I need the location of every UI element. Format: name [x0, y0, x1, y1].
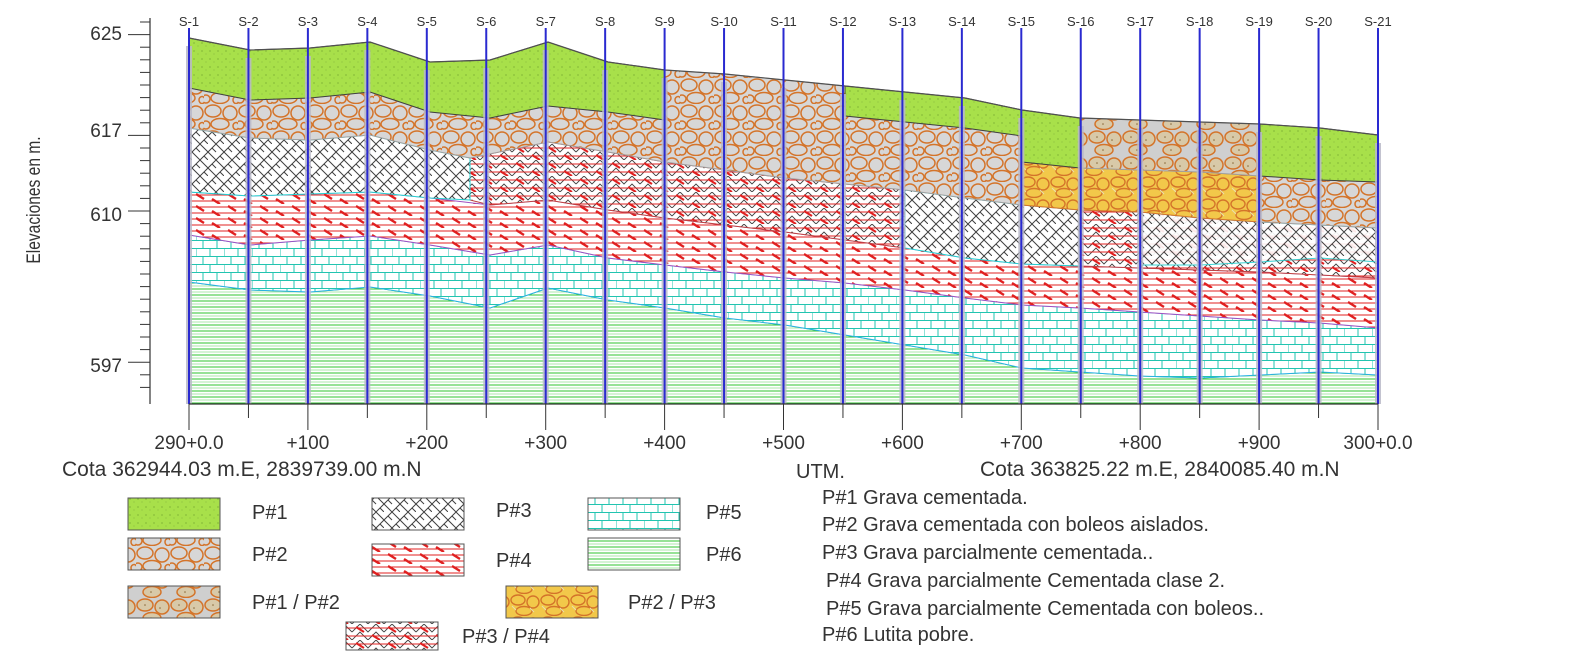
- borehole-label: S-16: [1067, 14, 1094, 29]
- borehole-label: S-3: [298, 14, 318, 29]
- legend-label-p3: P#3: [496, 500, 532, 522]
- description-p1: P#1 Grava cementada.: [822, 487, 1028, 509]
- boreholes: S-1 S-2 S-3 S-4 S-5 S-6 S-7 S-8 S-9 S-10 S-11 S-12 S…: [179, 14, 1392, 404]
- borehole-label: S-15: [1008, 14, 1035, 29]
- description-p4: P#4 Grava parcialmente Cementada clase 2…: [826, 570, 1226, 592]
- borehole-label: S-13: [889, 14, 916, 29]
- x-tick-label: +800: [1119, 433, 1162, 454]
- x-tick-label: +700: [1000, 433, 1043, 454]
- y-tick-625: 625: [90, 24, 122, 45]
- x-tick-label: +400: [643, 433, 686, 454]
- y-axis-label: Elevaciones en m.: [23, 136, 45, 263]
- x-tick-label: 300+0.0: [1343, 433, 1412, 454]
- layer-p1-p2: [1079, 117, 1261, 177]
- x-tick-label: +300: [524, 433, 567, 454]
- swatch-p2: [127, 537, 221, 571]
- y-minor-ticks: [128, 21, 150, 388]
- utm-label: UTM.: [796, 461, 845, 483]
- legend-label-p4: P#4: [496, 550, 532, 572]
- x-tick-label: +500: [762, 433, 805, 454]
- swatch-p3: [371, 497, 465, 531]
- legend-label-p2: P#2: [252, 544, 288, 566]
- description-p5: P#5 Grava parcialmente Cementada con bol…: [826, 598, 1265, 620]
- legend-swatches: [127, 497, 681, 651]
- legend-label-p1: P#1: [252, 502, 288, 524]
- swatch-p1-p2: [127, 585, 221, 619]
- x-tick-label: +100: [287, 433, 330, 454]
- borehole-label: S-11: [770, 14, 797, 29]
- legend-label-p5: P#5: [706, 502, 742, 524]
- borehole-label: S-7: [536, 14, 556, 29]
- swatch-p3-p4: [345, 621, 439, 651]
- y-axis: 625 617 610 597 Elevaciones en m.: [23, 18, 151, 404]
- borehole-label: S-1: [179, 14, 199, 29]
- description-p3: P#3 Grava parcialmente cementada..: [822, 542, 1154, 564]
- swatch-p1: [127, 497, 221, 531]
- x-axis: 290+0.0 +100 +200 +300 +400 +500 +600 +700 +800 +…: [154, 403, 1413, 454]
- end-coordinates: Cota 363825.22 m.E, 2840085.40 m.N: [980, 458, 1340, 481]
- x-ticks: 290+0.0 +100 +200 +300 +400 +500 +600 +700 +800 +…: [154, 404, 1413, 454]
- legend-label-p2-p3: P#2 / P#3: [628, 592, 716, 614]
- start-coordinates: Cota 362944.03 m.E, 2839739.00 m.N: [62, 458, 422, 481]
- borehole-label: S-19: [1245, 14, 1272, 29]
- borehole-label: S-14: [948, 14, 975, 29]
- borehole-label: S-8: [595, 14, 615, 29]
- borehole-label: S-21: [1364, 14, 1391, 29]
- swatch-p6: [587, 537, 681, 571]
- legend-label-p3-p4: P#3 / P#4: [462, 626, 550, 648]
- y-tick-610: 610: [90, 205, 122, 226]
- x-tick-label: +600: [881, 433, 924, 454]
- borehole-label: S-6: [476, 14, 496, 29]
- y-tick-597: 597: [90, 356, 122, 377]
- borehole-label: S-9: [654, 14, 674, 29]
- borehole-label: S-4: [357, 14, 377, 29]
- borehole-label: S-17: [1126, 14, 1153, 29]
- legend-label-p6: P#6: [706, 544, 742, 566]
- legend-label-p1-p2: P#1 / P#2: [252, 592, 340, 614]
- borehole-label: S-5: [417, 14, 437, 29]
- swatch-p2-p3: [505, 585, 599, 619]
- swatch-p5: [587, 497, 681, 531]
- x-tick-label: +200: [405, 433, 448, 454]
- borehole-label: S-18: [1186, 14, 1213, 29]
- x-tick-label: 290+0.0: [154, 433, 223, 454]
- borehole-label: S-20: [1305, 14, 1332, 29]
- description-p6: P#6 Lutita pobre.: [822, 624, 975, 646]
- borehole-label: S-2: [238, 14, 258, 29]
- y-tick-617: 617: [90, 121, 122, 142]
- ground-surface: [188, 37, 1379, 136]
- borehole-label: S-10: [710, 14, 737, 29]
- swatch-p4: [371, 543, 465, 577]
- borehole-label: S-12: [829, 14, 856, 29]
- description-p2: P#2 Grava cementada con boleos aislados.: [822, 514, 1209, 536]
- x-tick-label: +900: [1238, 433, 1281, 454]
